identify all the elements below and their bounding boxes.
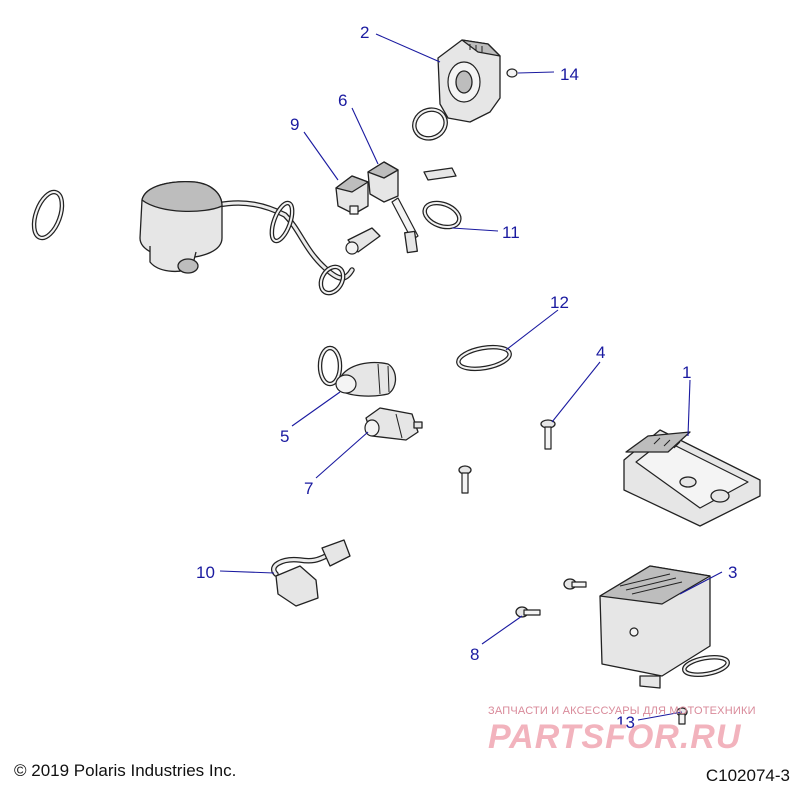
callout-5: 5	[280, 427, 289, 446]
part-2-cable-tie	[412, 107, 448, 141]
part-9-connector	[335, 175, 369, 215]
part-6-sensor-probe	[367, 161, 419, 254]
callout-11: 11	[502, 223, 520, 242]
harness-cable-ties	[31, 189, 346, 296]
callout-10: 10	[196, 563, 215, 582]
watermark-tagline: ЗАПЧАСТИ И АКСЕССУАРЫ ДЛЯ МОТОТЕХНИКИ	[488, 705, 756, 717]
callout-9: 9	[290, 115, 299, 134]
callout-14: 14	[560, 65, 579, 84]
callout-7: 7	[304, 479, 313, 498]
part-3-cable-tie	[682, 654, 730, 678]
part-3-control-module	[599, 565, 711, 689]
part-8-screws	[515, 578, 587, 618]
extra-bolt	[458, 465, 472, 494]
callout-12: 12	[550, 293, 569, 312]
part-14-clip	[506, 68, 518, 78]
callout-13: 13	[616, 713, 635, 732]
watermark-brand: PARTSFOR.RU	[488, 718, 742, 756]
figure-id: C102074-3	[705, 766, 790, 785]
callout-8: 8	[470, 645, 479, 664]
copyright-notice: © 2019 Polaris Industries Inc.	[14, 761, 237, 780]
harness-assembly	[139, 180, 381, 281]
part-2-sensor-housing	[437, 39, 501, 123]
part-5-round-sensor	[317, 345, 397, 397]
callout-1: 1	[682, 363, 691, 382]
callout-4: 4	[596, 343, 605, 362]
leader-lines	[219, 33, 723, 721]
callout-2: 2	[360, 23, 369, 42]
callout-6: 6	[338, 91, 347, 110]
callout-labels: 2 14 6 9 11 12 4 1 3 5 7 10 8 13	[196, 23, 737, 732]
part-10-pigtail	[271, 539, 351, 607]
part-12-cable-tie	[456, 344, 512, 372]
part-4-bolt	[540, 419, 556, 450]
part-1-ecu-module	[623, 429, 761, 527]
callout-3: 3	[728, 563, 737, 582]
part-7-cylinder-sensor	[364, 407, 423, 441]
part-11-cable-tie	[422, 167, 462, 230]
